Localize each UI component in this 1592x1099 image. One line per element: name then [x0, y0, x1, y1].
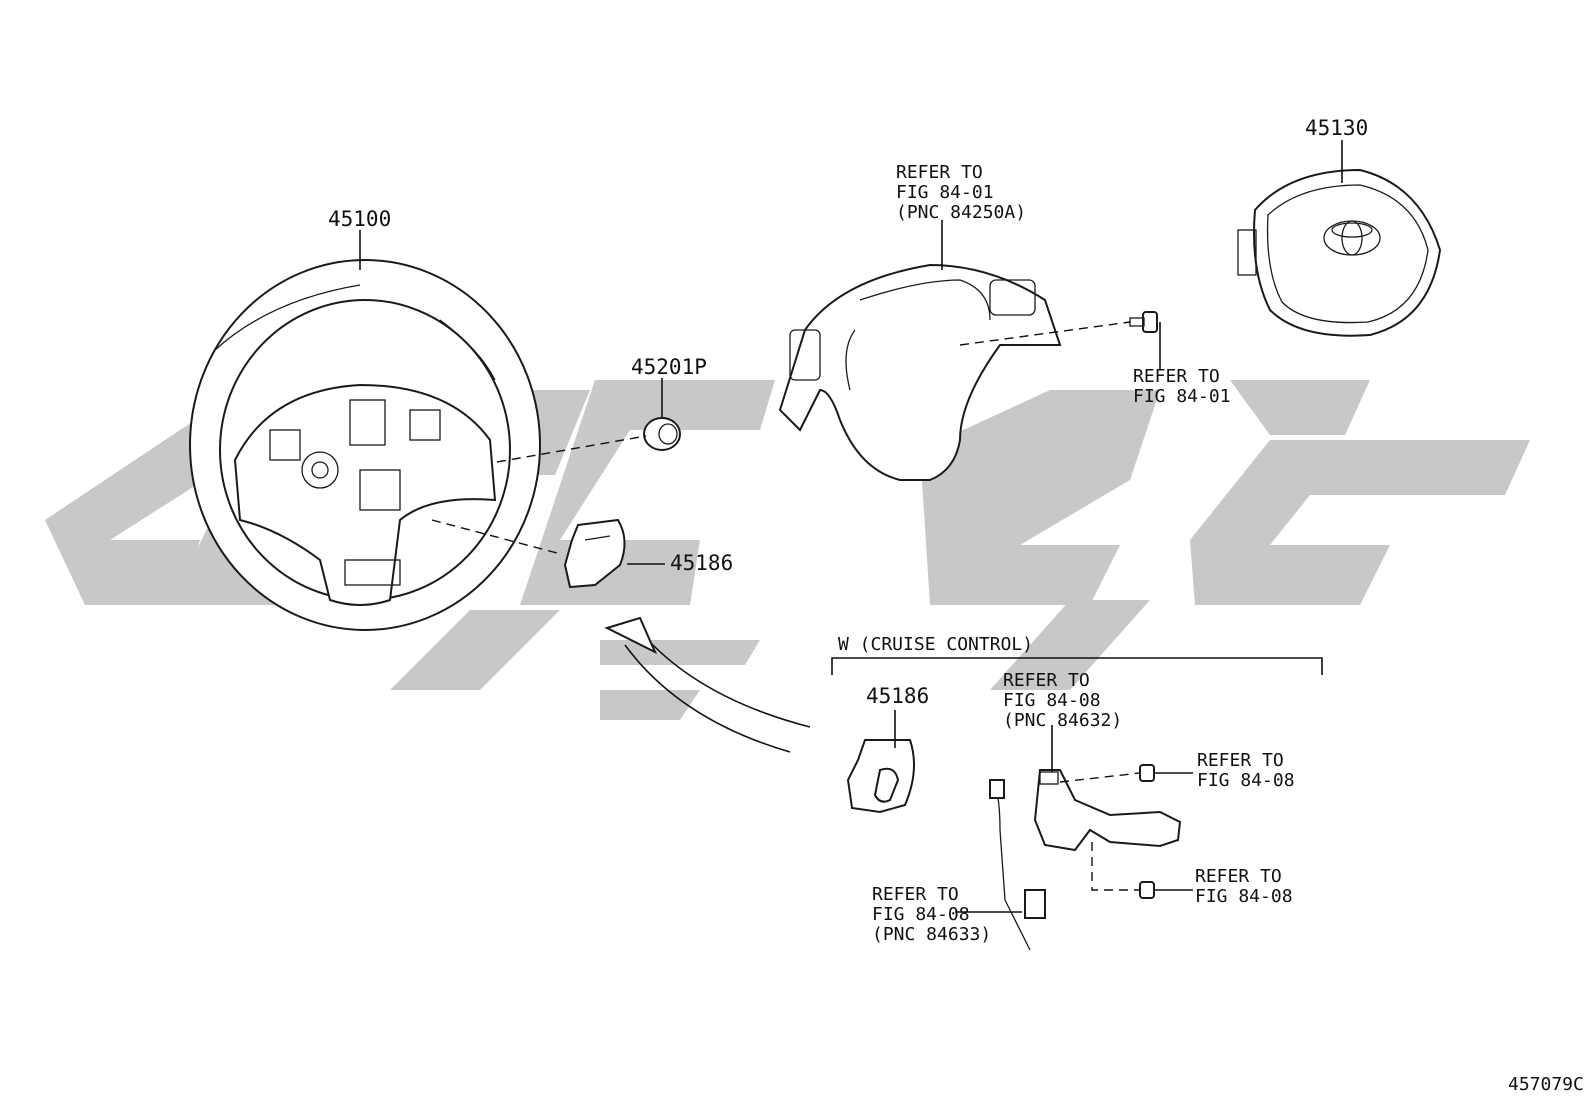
ref-cruise-switch-line3: (PNC 84632)	[1003, 710, 1122, 731]
ref-spoke-switch-line1: REFER TO	[896, 162, 983, 183]
curved-arrow	[604, 616, 811, 753]
ref-harness-line1: REFER TO	[872, 884, 959, 905]
part-label-45130: 45130	[1305, 116, 1368, 140]
ref-cruise-switch-line1: REFER TO	[1003, 670, 1090, 691]
cover-plug-drawing	[643, 417, 681, 451]
figure-code: 457079C	[1508, 1074, 1584, 1095]
ref-screw-bottom-line1: REFER TO	[1195, 866, 1282, 887]
ref-bolt-line1: REFER TO	[1133, 366, 1220, 387]
steering-wheel-drawing	[189, 259, 541, 631]
ref-screw-bottom-line2: FIG 84-08	[1195, 886, 1293, 907]
lower-cover-cruise-drawing	[846, 739, 915, 814]
screw-top-drawing	[1139, 764, 1155, 782]
ref-screw-top-line1: REFER TO	[1197, 750, 1284, 771]
part-label-45100: 45100	[328, 207, 391, 231]
cruise-group-bracket	[831, 657, 1323, 675]
ref-spoke-switch-line3: (PNC 84250A)	[896, 202, 1026, 223]
spoke-switch-drawing	[778, 263, 1062, 481]
lower-cover-drawing	[563, 518, 626, 589]
part-label-45186-cruise: 45186	[866, 684, 929, 708]
airbag-drawing	[1237, 168, 1442, 337]
ref-cruise-switch-line2: FIG 84-08	[1003, 690, 1101, 711]
ref-screw-top-line2: FIG 84-08	[1197, 770, 1295, 791]
leader-lines	[359, 140, 1343, 913]
ref-spoke-switch-line2: FIG 84-01	[896, 182, 994, 203]
part-label-45186: 45186	[670, 551, 733, 575]
ref-harness-line2: FIG 84-08	[872, 904, 970, 925]
ref-harness-line3: (PNC 84633)	[872, 924, 991, 945]
cruise-group-label: W (CRUISE CONTROL)	[838, 634, 1033, 655]
part-label-45201p: 45201P	[631, 355, 707, 379]
ref-bolt-line2: FIG 84-01	[1133, 386, 1231, 407]
dashed-lines	[431, 321, 1141, 891]
cruise-switch-drawing	[989, 769, 1182, 951]
bolt-drawing	[1129, 311, 1158, 333]
screw-bottom-drawing	[1139, 881, 1155, 899]
